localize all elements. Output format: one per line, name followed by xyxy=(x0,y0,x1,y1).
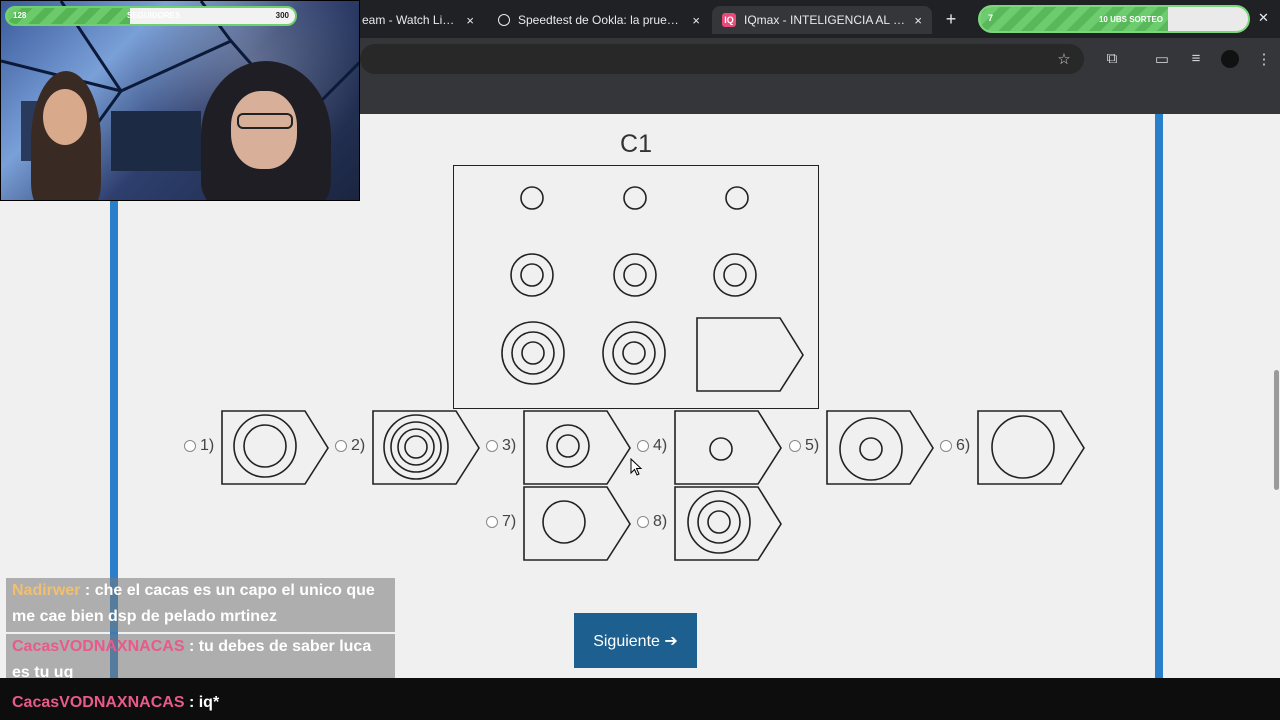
webcam-overlay: 128 SEGUIDORES 300 xyxy=(0,0,360,201)
chat-username: Nadirwer xyxy=(12,582,81,599)
chat-message-latest: CacasVODNAXNACAS : iq* xyxy=(12,694,219,712)
chat-text: : tu debes de saber luca es tu uq xyxy=(12,638,372,678)
follower-label: SEGUIDORES xyxy=(127,11,181,20)
option-2-figure[interactable] xyxy=(372,410,482,486)
extensions-icon[interactable]: ⧉ xyxy=(1106,50,1118,67)
radio-button[interactable] xyxy=(637,440,649,452)
new-tab-button[interactable]: + xyxy=(945,9,957,29)
matrix-figures xyxy=(501,186,804,392)
option-5-figure[interactable] xyxy=(826,410,936,486)
tab-iqmax[interactable]: IQ IQmax - INTELIGENCIA AL MÁX × xyxy=(712,6,932,34)
media-control-icon[interactable]: ≡ xyxy=(1191,50,1201,67)
option-4[interactable]: 4) xyxy=(637,437,667,455)
radio-button[interactable] xyxy=(184,440,196,452)
question-title: C1 xyxy=(620,130,652,158)
chat-text: : iq* xyxy=(184,694,220,711)
streamer-left xyxy=(31,71,101,200)
follower-goal-bar: 128 SEGUIDORES 300 xyxy=(5,6,297,26)
option-4-figure[interactable] xyxy=(674,410,784,486)
restore-window-icon[interactable]: ❐ xyxy=(1214,10,1226,25)
option-3[interactable]: 3) xyxy=(486,437,516,455)
question-matrix xyxy=(453,165,819,409)
tab-title: eam - Watch Live o xyxy=(362,13,459,27)
bookmark-star-icon[interactable]: ☆ xyxy=(1057,51,1071,68)
chat-username: CacasVODNAXNACAS xyxy=(12,638,185,655)
option-label: 5) xyxy=(805,437,820,454)
chat-text: : che el cacas es un capo el unico que m… xyxy=(12,582,375,625)
tab-title: Speedtest de Ookla: la prueba c xyxy=(518,13,685,27)
option-label: 4) xyxy=(653,437,668,454)
iqmax-icon: IQ xyxy=(722,13,736,27)
option-label: 1) xyxy=(200,437,215,454)
speedtest-icon xyxy=(498,14,510,26)
option-1-figure[interactable] xyxy=(221,410,331,486)
radio-button[interactable] xyxy=(789,440,801,452)
chat-message: Nadirwer : che el cacas es un capo el un… xyxy=(6,578,395,632)
option-6-figure[interactable] xyxy=(977,410,1087,486)
right-border xyxy=(1155,114,1163,678)
radio-button[interactable] xyxy=(486,440,498,452)
option-3-figure[interactable] xyxy=(523,410,633,486)
address-bar[interactable] xyxy=(360,44,1084,74)
option-8-figure[interactable] xyxy=(674,486,784,562)
tab-watch-live[interactable]: eam - Watch Live o × xyxy=(352,6,484,34)
close-window-icon[interactable]: ✕ xyxy=(1258,10,1269,25)
option-7-figure[interactable] xyxy=(523,486,633,562)
scrollbar-thumb[interactable] xyxy=(1274,370,1279,490)
chat-username: CacasVODNAXNACAS xyxy=(12,694,185,711)
next-button[interactable]: Siguiente ➔ xyxy=(574,613,697,668)
follower-goal-fill xyxy=(7,8,130,24)
radio-button[interactable] xyxy=(335,440,347,452)
follower-count: 128 xyxy=(13,11,27,20)
radio-button[interactable] xyxy=(486,516,498,528)
close-icon[interactable]: × xyxy=(914,12,922,28)
giveaway-label: 10 UBS SORTEO xyxy=(1098,15,1163,24)
stream-bottom-bar xyxy=(0,678,1280,720)
radio-button[interactable] xyxy=(637,516,649,528)
giveaway-progress-fill xyxy=(980,7,1168,31)
option-label: 2) xyxy=(351,437,366,454)
option-label: 8) xyxy=(653,513,668,530)
giveaway-progress-bar: 7 10 UBS SORTEO xyxy=(978,5,1250,33)
option-2[interactable]: 2) xyxy=(335,437,365,455)
close-icon[interactable]: × xyxy=(692,12,700,28)
cast-icon[interactable]: ▭ xyxy=(1154,51,1170,68)
option-8[interactable]: 8) xyxy=(637,513,667,531)
giveaway-count: 7 xyxy=(988,13,994,23)
follower-goal: 300 xyxy=(275,11,289,20)
tab-title: IQmax - INTELIGENCIA AL MÁX xyxy=(744,13,907,27)
option-label: 7) xyxy=(502,513,517,530)
option-label: 6) xyxy=(956,437,971,454)
radio-button[interactable] xyxy=(940,440,952,452)
option-5[interactable]: 5) xyxy=(789,437,819,455)
tab-speedtest[interactable]: Speedtest de Ookla: la prueba c × xyxy=(488,6,710,34)
left-border xyxy=(110,114,118,678)
chat-message: CacasVODNAXNACAS : tu debes de saber luc… xyxy=(6,634,395,678)
option-6[interactable]: 6) xyxy=(940,437,970,455)
mouse-cursor-icon xyxy=(630,458,643,476)
streamer-right xyxy=(201,61,331,200)
option-7[interactable]: 7) xyxy=(486,513,516,531)
option-label: 3) xyxy=(502,437,517,454)
menu-kebab-icon[interactable]: ⋮ xyxy=(1256,51,1272,68)
close-icon[interactable]: × xyxy=(466,12,474,28)
option-1[interactable]: 1) xyxy=(184,437,214,455)
profile-avatar[interactable] xyxy=(1220,50,1240,72)
